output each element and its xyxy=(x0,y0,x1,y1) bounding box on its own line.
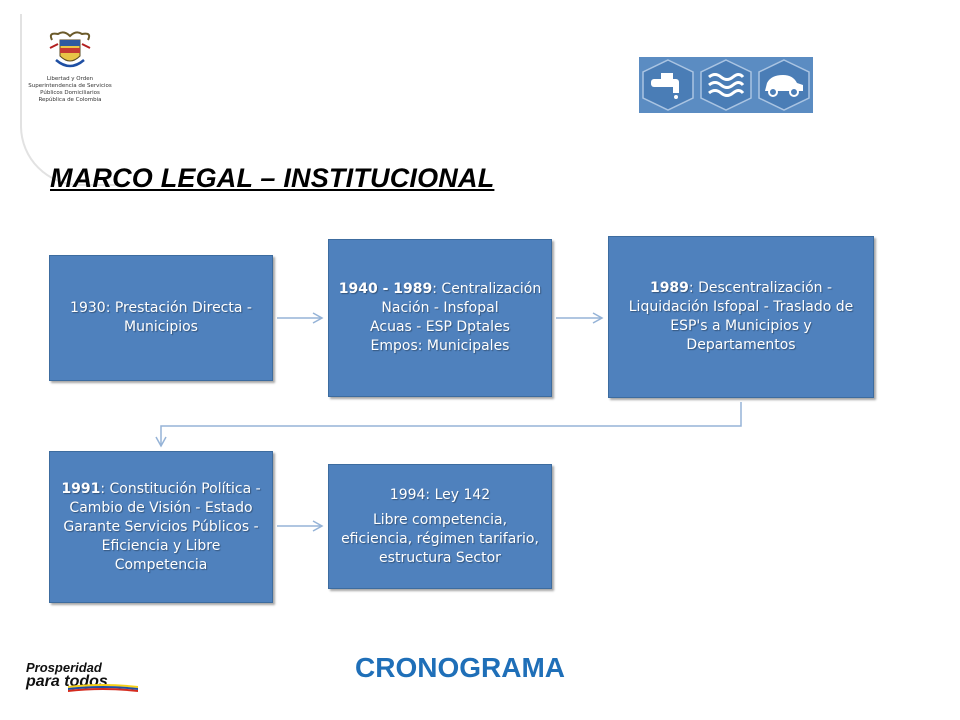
box-description: : Centralización Nación - Insfopal xyxy=(381,281,542,316)
brand-logo: Prosperidad para todos xyxy=(24,660,138,694)
logo-line: Superintendencia de Servicios xyxy=(28,83,112,89)
water-waves-icon xyxy=(700,59,752,111)
box-description: : Ley 142 xyxy=(425,486,491,503)
box-year: 1989 xyxy=(649,280,689,296)
box-extra-line: Acuas - ESP Dptales xyxy=(370,319,510,335)
box-year: 1940 - 1989 xyxy=(338,281,433,297)
faucet-icon xyxy=(642,59,694,111)
logo-motto: Libertad y Orden xyxy=(46,76,94,82)
box-extra-line: Empos: Municipales xyxy=(370,338,510,354)
logo-panel xyxy=(20,14,122,186)
box-description: : Descentralización - Liquidación Isfopa… xyxy=(628,280,854,353)
box-text: 1989: Descentralización - Liquidación Is… xyxy=(617,279,865,355)
timeline-box-1940-1989: 1940 - 1989: Centralización Nación - Ins… xyxy=(328,239,552,397)
box-year: 1991 xyxy=(61,480,101,497)
box-text: 1940 - 1989: Centralización Nación - Ins… xyxy=(337,280,543,318)
services-strip xyxy=(639,57,813,113)
box-description: : Prestación Directa - Municipios xyxy=(105,300,252,335)
timeline-box-1994: 1994: Ley 142 Libre competencia, eficien… xyxy=(328,464,552,589)
coat-of-arms-icon xyxy=(49,31,91,68)
timeline-box-1930: 1930: Prestación Directa - Municipios xyxy=(49,255,273,381)
connector-arrow xyxy=(155,402,742,448)
box-text: 1994: Ley 142 xyxy=(390,486,490,505)
car-icon xyxy=(758,59,810,111)
brand-line-1: Prosperidad xyxy=(26,660,102,675)
timeline-box-1989: 1989: Descentralización - Liquidación Is… xyxy=(608,236,874,398)
flag-stripe-icon xyxy=(68,684,138,692)
box-text: 1930: Prestación Directa - Municipios xyxy=(58,299,264,337)
footer-title: CRONOGRAMA xyxy=(355,652,565,683)
box-extra-line: Libre competencia, eficiencia, régimen t… xyxy=(341,511,539,566)
logo-line: Públicos Domiciliarios xyxy=(40,90,100,96)
timeline-box-1991: 1991: Constitución Política - Cambio de … xyxy=(49,451,273,603)
box-year: 1994 xyxy=(389,486,426,503)
box-year: 1930 xyxy=(70,300,106,316)
page-title: MARCO LEGAL – INSTITUCIONAL xyxy=(50,163,495,193)
logo-text: Libertad y Orden Superintendencia de Ser… xyxy=(22,76,118,104)
box-description: : Constitución Política - Cambio de Visi… xyxy=(63,480,261,573)
box-text: 1991: Constitución Política - Cambio de … xyxy=(58,480,264,575)
logo-line: República de Colombia xyxy=(38,97,102,103)
